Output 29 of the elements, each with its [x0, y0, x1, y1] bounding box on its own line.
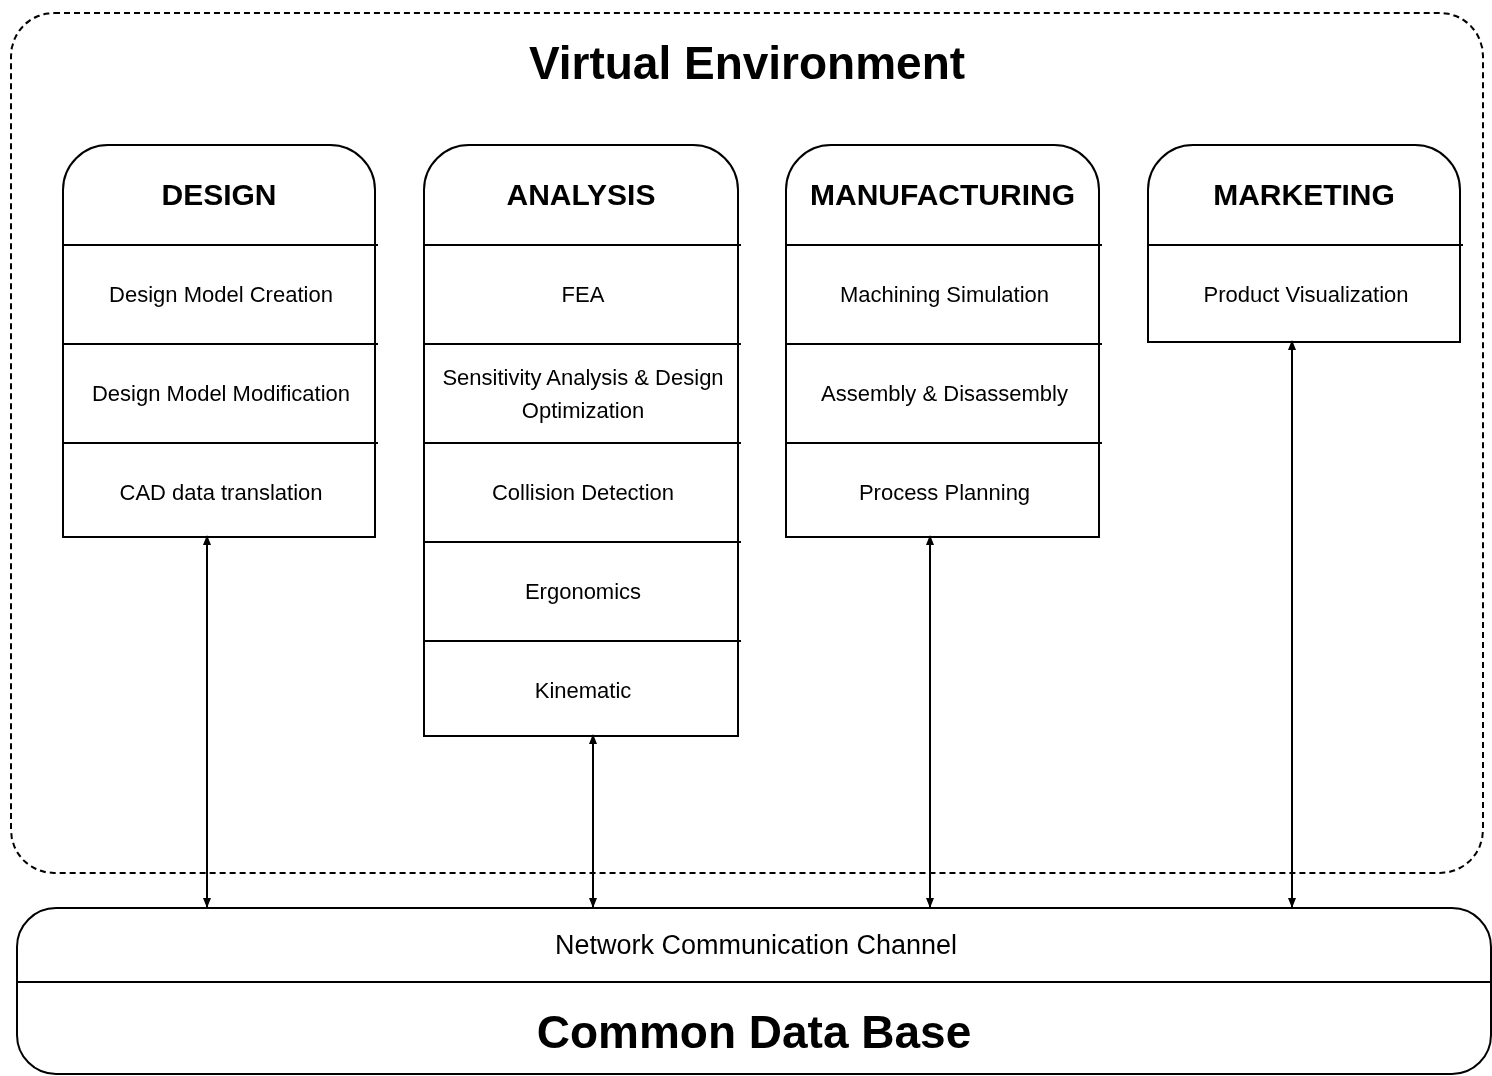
double-arrow [1288, 340, 1296, 908]
column-box [423, 144, 739, 737]
cell-text: Product Visualization [1203, 281, 1409, 309]
column-box [62, 144, 376, 538]
column-box [785, 144, 1100, 538]
title-text: Virtual Environment [527, 36, 967, 90]
cell-text: Machining Simulation [839, 281, 1050, 309]
database-band [16, 907, 1492, 1075]
column-heading: MANUFACTURING [809, 178, 1076, 212]
cell-text: Kinematic [534, 677, 632, 705]
cell-text: Ergonomics [524, 578, 642, 606]
channel-label: Network Communication Channel [554, 929, 958, 961]
cell-text: FEA [561, 281, 605, 309]
dashed-boundary [10, 12, 1484, 874]
double-arrow [589, 734, 597, 908]
database-heading: Common Data Base [535, 1005, 973, 1059]
cell-text: Collision Detection [491, 479, 675, 507]
cell-text: Process Planning [858, 479, 1031, 507]
column-heading: MARKETING [1212, 178, 1396, 212]
cell-text: Design Model Creation [109, 281, 333, 309]
cell-text: Sensitivity Analysis & Design Optimization [441, 363, 725, 425]
column-box [1147, 144, 1461, 343]
column-heading: ANALYSIS [505, 178, 657, 212]
double-arrow [926, 535, 934, 908]
cell-text: Assembly & Disassembly [821, 380, 1068, 408]
column-heading: DESIGN [160, 178, 278, 212]
double-arrow [203, 535, 211, 908]
cell-text: Design Model Modification [92, 380, 350, 408]
cell-text: CAD data translation [119, 479, 323, 507]
